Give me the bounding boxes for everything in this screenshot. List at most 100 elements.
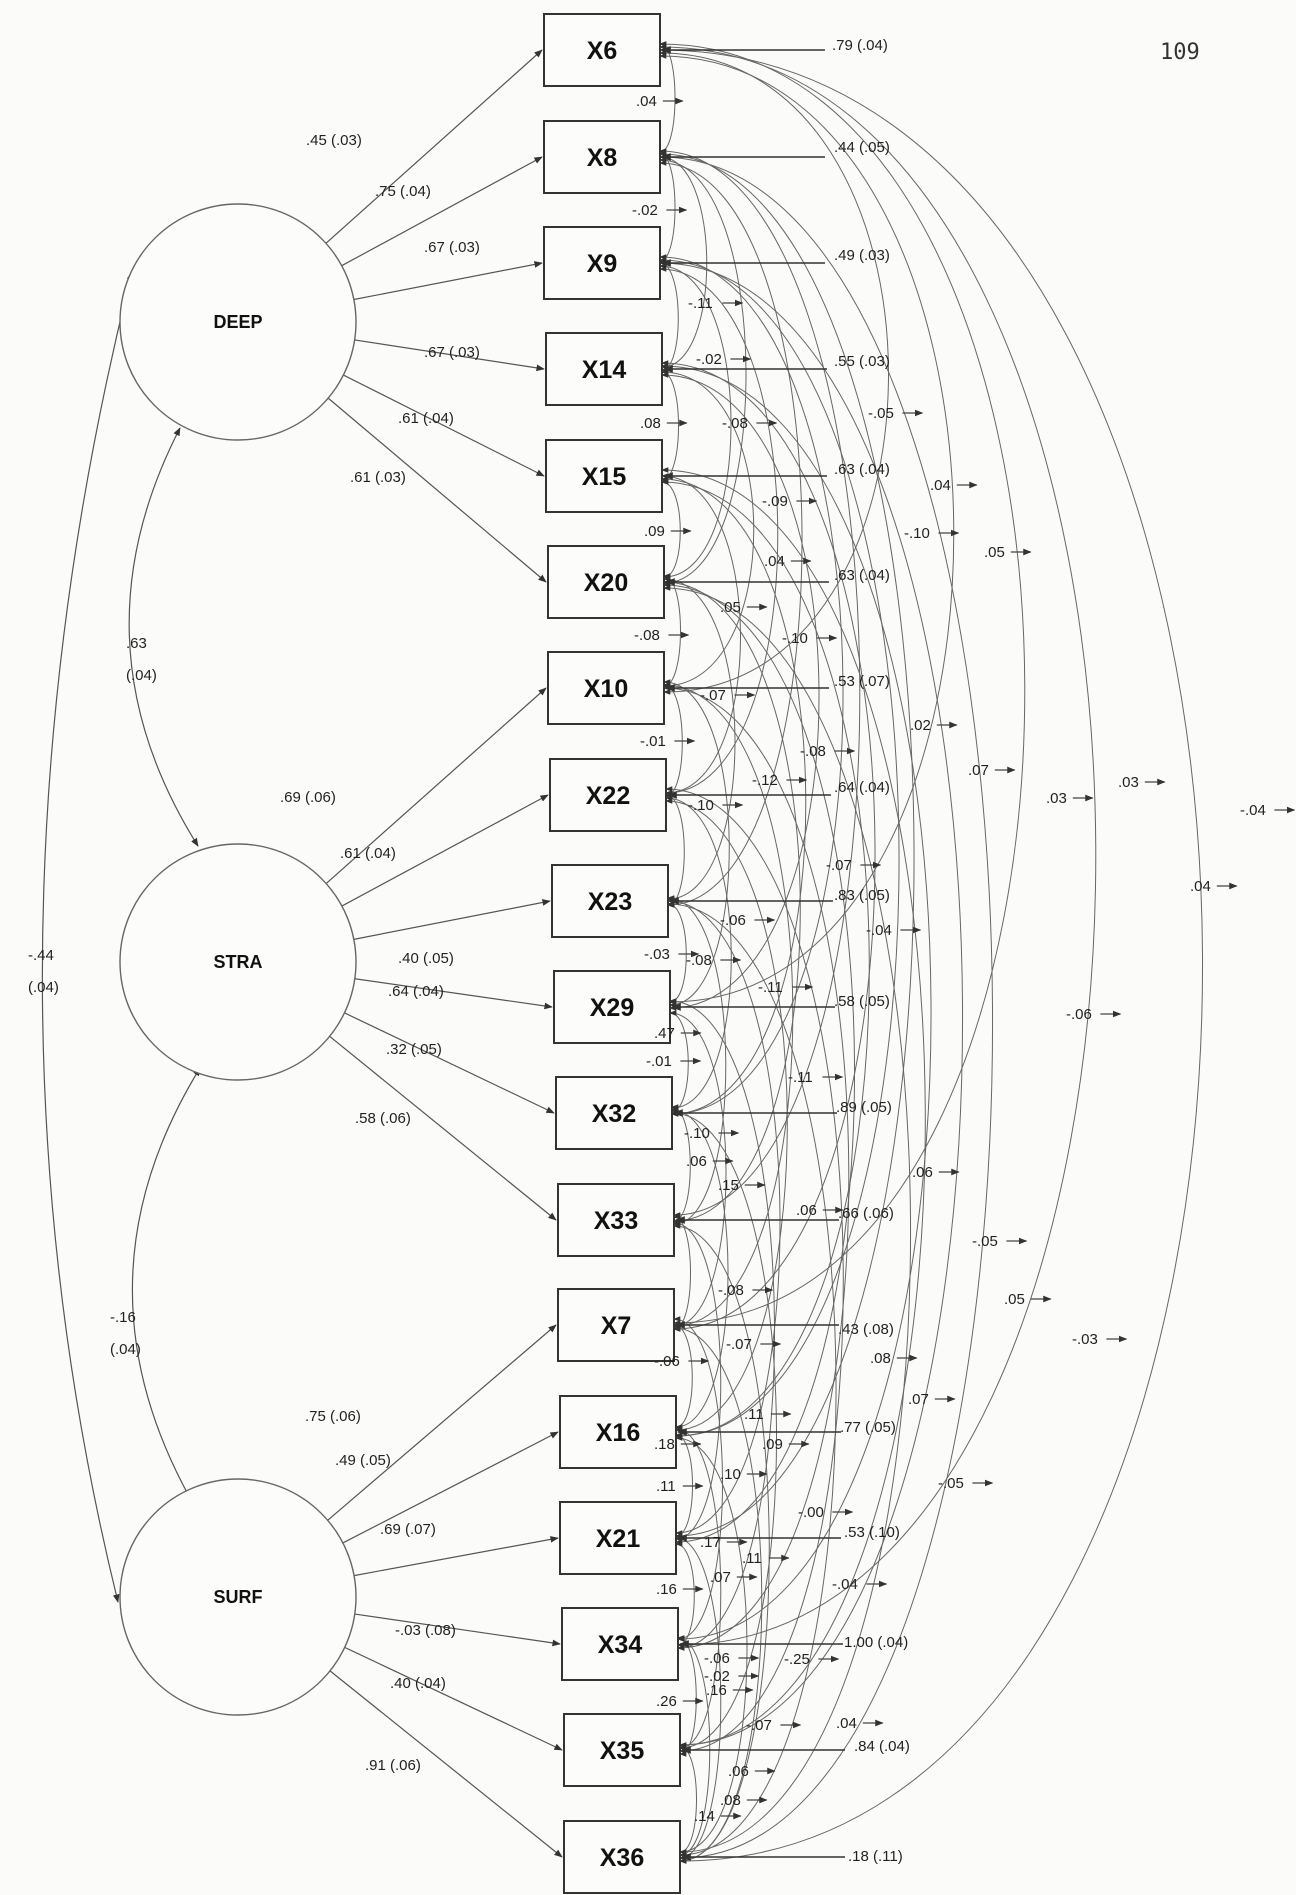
error-covariance-arc [673, 1220, 722, 1542]
loading-label-x6: .45 (.03) [306, 132, 362, 149]
covariance-label: -.05 [938, 1475, 964, 1492]
covariance-label: -.04 [866, 922, 892, 939]
indicator-label-x7: X7 [601, 1312, 632, 1340]
loading-path-x8 [341, 156, 543, 267]
error-covariance-arc [665, 795, 732, 1111]
error-covariance-arc [659, 148, 861, 1218]
error-covariance-arc [679, 1744, 697, 1855]
error-covariance-arc [659, 151, 676, 264]
latent-label-deep: DEEP [213, 312, 262, 332]
indicator-box-x22 [549, 758, 667, 832]
covariance-label: -.08 [634, 627, 660, 644]
covariance-label: .08 [640, 415, 661, 432]
covariance-label: .11 [742, 1550, 762, 1567]
covariance-label: -.09 [762, 493, 788, 510]
latent-label-stra: STRA [214, 952, 263, 972]
error-label-x32: .89 (.05) [836, 1099, 892, 1116]
covariance-label: -.25 [784, 1651, 810, 1668]
factor-correlation-se: (.04) [110, 1341, 141, 1358]
covariance-label: .04 [1190, 878, 1211, 895]
covariance-label: .07 [968, 762, 989, 779]
error-label-x36: .18 (.11) [848, 1848, 903, 1865]
loading-label-x7: .75 (.06) [305, 1408, 361, 1425]
error-covariance-arc [665, 798, 788, 1433]
indicator-box-x33 [557, 1183, 675, 1257]
error-label-x35: .84 (.04) [854, 1738, 910, 1755]
covariance-label: -.10 [782, 630, 808, 647]
error-covariance-arc [659, 44, 1097, 1648]
indicator-box-x16 [559, 1395, 677, 1469]
covariance-label: -.08 [718, 1282, 744, 1299]
covariance-label: -.07 [726, 1336, 752, 1353]
error-covariance-arc [671, 1110, 777, 1751]
error-covariance-arc [659, 260, 963, 1748]
factor-correlation-value: -.16 [110, 1309, 136, 1326]
error-label-x14: .55 (.03) [834, 353, 890, 370]
error-covariance-arc [673, 1316, 723, 1642]
indicator-label-x15: X15 [582, 463, 627, 491]
error-covariance-arc [659, 47, 1203, 1864]
loading-path-x16 [342, 1431, 559, 1544]
loading-label-x14: .67 (.03) [424, 344, 480, 361]
error-label-x9: .49 (.03) [834, 247, 890, 264]
loading-paths-layer [41, 46, 845, 1861]
indicator-box-x7 [557, 1288, 675, 1362]
indicator-label-x6: X6 [587, 37, 618, 65]
error-covariance-arc [659, 151, 915, 1539]
error-covariance-arc [663, 573, 681, 689]
covariance-label: -.10 [684, 1125, 710, 1142]
indicator-label-x21: X21 [596, 1525, 641, 1553]
loading-label-x33: .58 (.06) [355, 1110, 411, 1127]
covariance-label: -.06 [654, 1353, 680, 1370]
covariance-label: -.04 [1240, 802, 1266, 819]
page-number: 109 [1160, 40, 1200, 65]
covariance-label: .11 [656, 1478, 676, 1495]
covariance-label: -.01 [646, 1053, 672, 1070]
covariance-label: -.10 [688, 797, 714, 814]
error-label-x10: .53 (.07) [834, 673, 890, 690]
indicator-label-x22: X22 [586, 782, 630, 810]
indicator-box-x32 [555, 1076, 673, 1150]
covariance-label: -.08 [722, 415, 748, 432]
covariance-label: -.06 [704, 1650, 730, 1667]
covariance-label: -.07 [746, 1717, 772, 1734]
error-covariance-arc [663, 576, 736, 902]
error-covariance-arc [659, 254, 844, 1117]
covariance-label: .18 [654, 1436, 675, 1453]
indicator-box-x34 [561, 1607, 679, 1681]
error-covariance-arc [667, 898, 781, 1536]
covariance-label: -.03 [1072, 1331, 1098, 1348]
factor-correlation-value: -.44 [28, 947, 54, 964]
covariance-label: .04 [836, 1715, 857, 1732]
loading-path-x6 [325, 49, 543, 244]
indicator-label-x34: X34 [598, 1631, 643, 1659]
error-covariance-arc [659, 257, 900, 1439]
factor-correlation-deep-surf [41, 271, 134, 1603]
error-covariance-arc [671, 1107, 729, 1430]
covariance-label: .05 [984, 544, 1005, 561]
error-covariance-arc [659, 50, 889, 695]
loading-label-x29: .64 (.04) [388, 983, 444, 1000]
covariance-label: .04 [636, 93, 657, 110]
covariance-label: .14 [694, 1808, 715, 1825]
error-label-x33: .66 (.06) [838, 1205, 894, 1222]
covariance-label: .09 [762, 1436, 783, 1453]
covariance-label: -.07 [700, 687, 726, 704]
error-label-x20: .63 (.04) [834, 567, 890, 584]
covariance-label: -.11 [788, 1069, 813, 1086]
covariance-label: .11 [744, 1406, 764, 1423]
indicator-label-x20: X20 [584, 569, 628, 597]
covariance-label: .05 [1004, 1291, 1025, 1308]
loading-path-x7 [327, 1324, 557, 1521]
covariance-label: .03 [1046, 790, 1067, 807]
indicator-box-x14 [545, 332, 663, 406]
error-label-x21: .53 (.10) [844, 1524, 900, 1541]
error-label-x29: .58 (.05) [834, 993, 890, 1010]
loading-path-x9 [353, 261, 543, 301]
indicator-label-x9: X9 [587, 250, 618, 278]
error-covariance-arc [667, 895, 727, 1227]
covariance-label: -.12 [752, 772, 778, 789]
error-covariance-layer [659, 41, 1203, 1864]
covariance-label: -.02 [696, 351, 722, 368]
factor-correlation-value: .63 [126, 635, 147, 652]
